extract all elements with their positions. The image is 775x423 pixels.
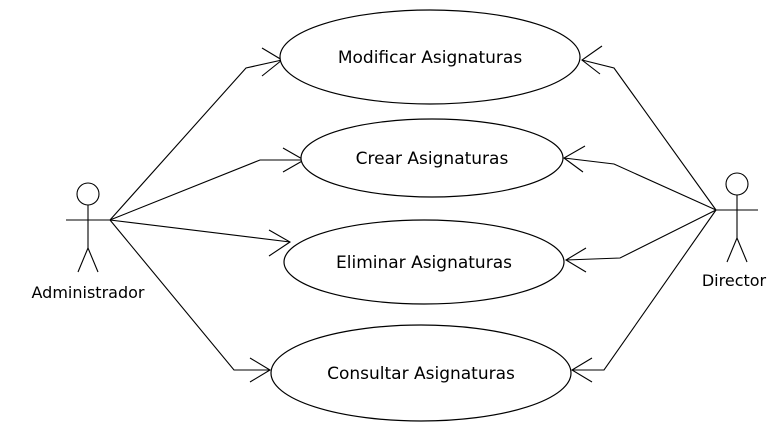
assoc-director-crear	[563, 157, 717, 211]
administrador-associations	[109, 47, 306, 383]
actor-director-label: Director	[702, 271, 767, 290]
actor-administrador-label: Administrador	[32, 283, 145, 302]
use-case-modificar-shape	[279, 9, 581, 105]
director-associations	[562, 45, 717, 383]
use-case-crear: Crear Asignaturas	[300, 118, 564, 198]
assoc-director-eliminar	[565, 209, 717, 261]
use-case-consultar-shape	[270, 324, 572, 422]
arrow-admin-eliminar	[268, 229, 292, 257]
assoc-admin-crear	[109, 159, 304, 221]
actor-administrador: Administrador	[32, 182, 145, 302]
assoc-admin-eliminar	[109, 219, 291, 243]
stick-figure-icon	[66, 182, 110, 273]
arrow-director-crear	[562, 145, 586, 173]
assoc-admin-modificar	[109, 59, 283, 221]
use-case-eliminar-label: Eliminar Asignaturas	[336, 253, 512, 273]
use-case-crear-shape	[300, 118, 564, 198]
assoc-admin-consultar	[109, 219, 270, 371]
use-case-crear-label: Crear Asignaturas	[356, 149, 509, 169]
use-case-modificar-label: Modificar Asignaturas	[338, 48, 522, 68]
arrow-director-consultar	[570, 357, 593, 383]
arrow-director-eliminar	[564, 247, 587, 273]
assoc-director-consultar	[572, 209, 717, 371]
arrow-director-modificar	[581, 45, 603, 75]
use-case-eliminar: Eliminar Asignaturas	[283, 219, 565, 305]
assoc-director-modificar	[581, 59, 717, 211]
use-case-consultar: Consultar Asignaturas	[270, 324, 572, 422]
stick-figure-icon	[716, 172, 758, 263]
use-case-eliminar-shape	[283, 219, 565, 305]
use-case-consultar-label: Consultar Asignaturas	[327, 364, 515, 384]
actor-director: Director	[702, 172, 767, 290]
arrow-admin-consultar	[249, 357, 272, 383]
use-case-modificar: Modificar Asignaturas	[279, 9, 581, 105]
